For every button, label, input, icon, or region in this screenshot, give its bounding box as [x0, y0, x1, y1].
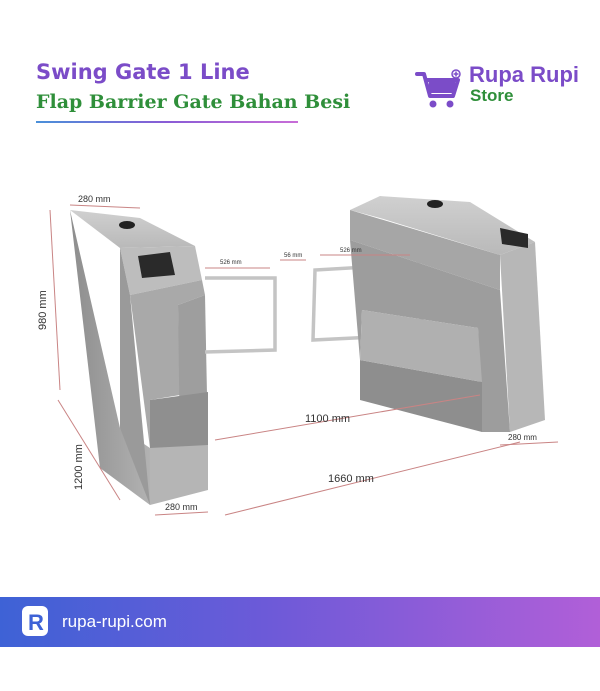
- dim-base-right: 280 mm: [508, 433, 537, 442]
- dim-overall: 1660 mm: [328, 473, 374, 485]
- dim-height: 980 mm: [37, 290, 49, 330]
- left-flap: [204, 276, 277, 354]
- right-cabinet: [350, 196, 545, 432]
- page-subtitle: Flap Barrier Gate Bahan Besi: [36, 91, 351, 113]
- rupa-rupi-logo-icon: R: [22, 606, 48, 636]
- brand-tagline: Store: [470, 86, 514, 105]
- logo-letter: R: [28, 610, 44, 635]
- left-cabinet: [70, 210, 208, 505]
- dim-flap-right: 526 mm: [340, 248, 362, 254]
- dimension-lines: [49, 204, 559, 516]
- dim-top-width: 280 mm: [78, 194, 111, 204]
- dim-base-left: 280 mm: [165, 502, 198, 512]
- footer-bar: [0, 597, 600, 647]
- swing-gate-diagram: 280 mm 980 mm 1200 mm 526 mm 56 mm 526 m…: [37, 194, 559, 516]
- dim-flap-left: 526 mm: [220, 260, 242, 266]
- brand-logo: Rupa Rupi Store: [415, 62, 585, 114]
- page-title: Swing Gate 1 Line: [36, 60, 250, 84]
- dim-flap-gap: 56 mm: [284, 253, 302, 259]
- dim-passage: 1100 mm: [305, 413, 350, 425]
- title-underline: [36, 121, 298, 123]
- footer-website-link[interactable]: rupa-rupi.com: [62, 612, 167, 631]
- brand-name: Rupa Rupi: [469, 62, 579, 87]
- shopping-cart-icon: [415, 69, 461, 108]
- dim-depth: 1200 mm: [73, 444, 85, 490]
